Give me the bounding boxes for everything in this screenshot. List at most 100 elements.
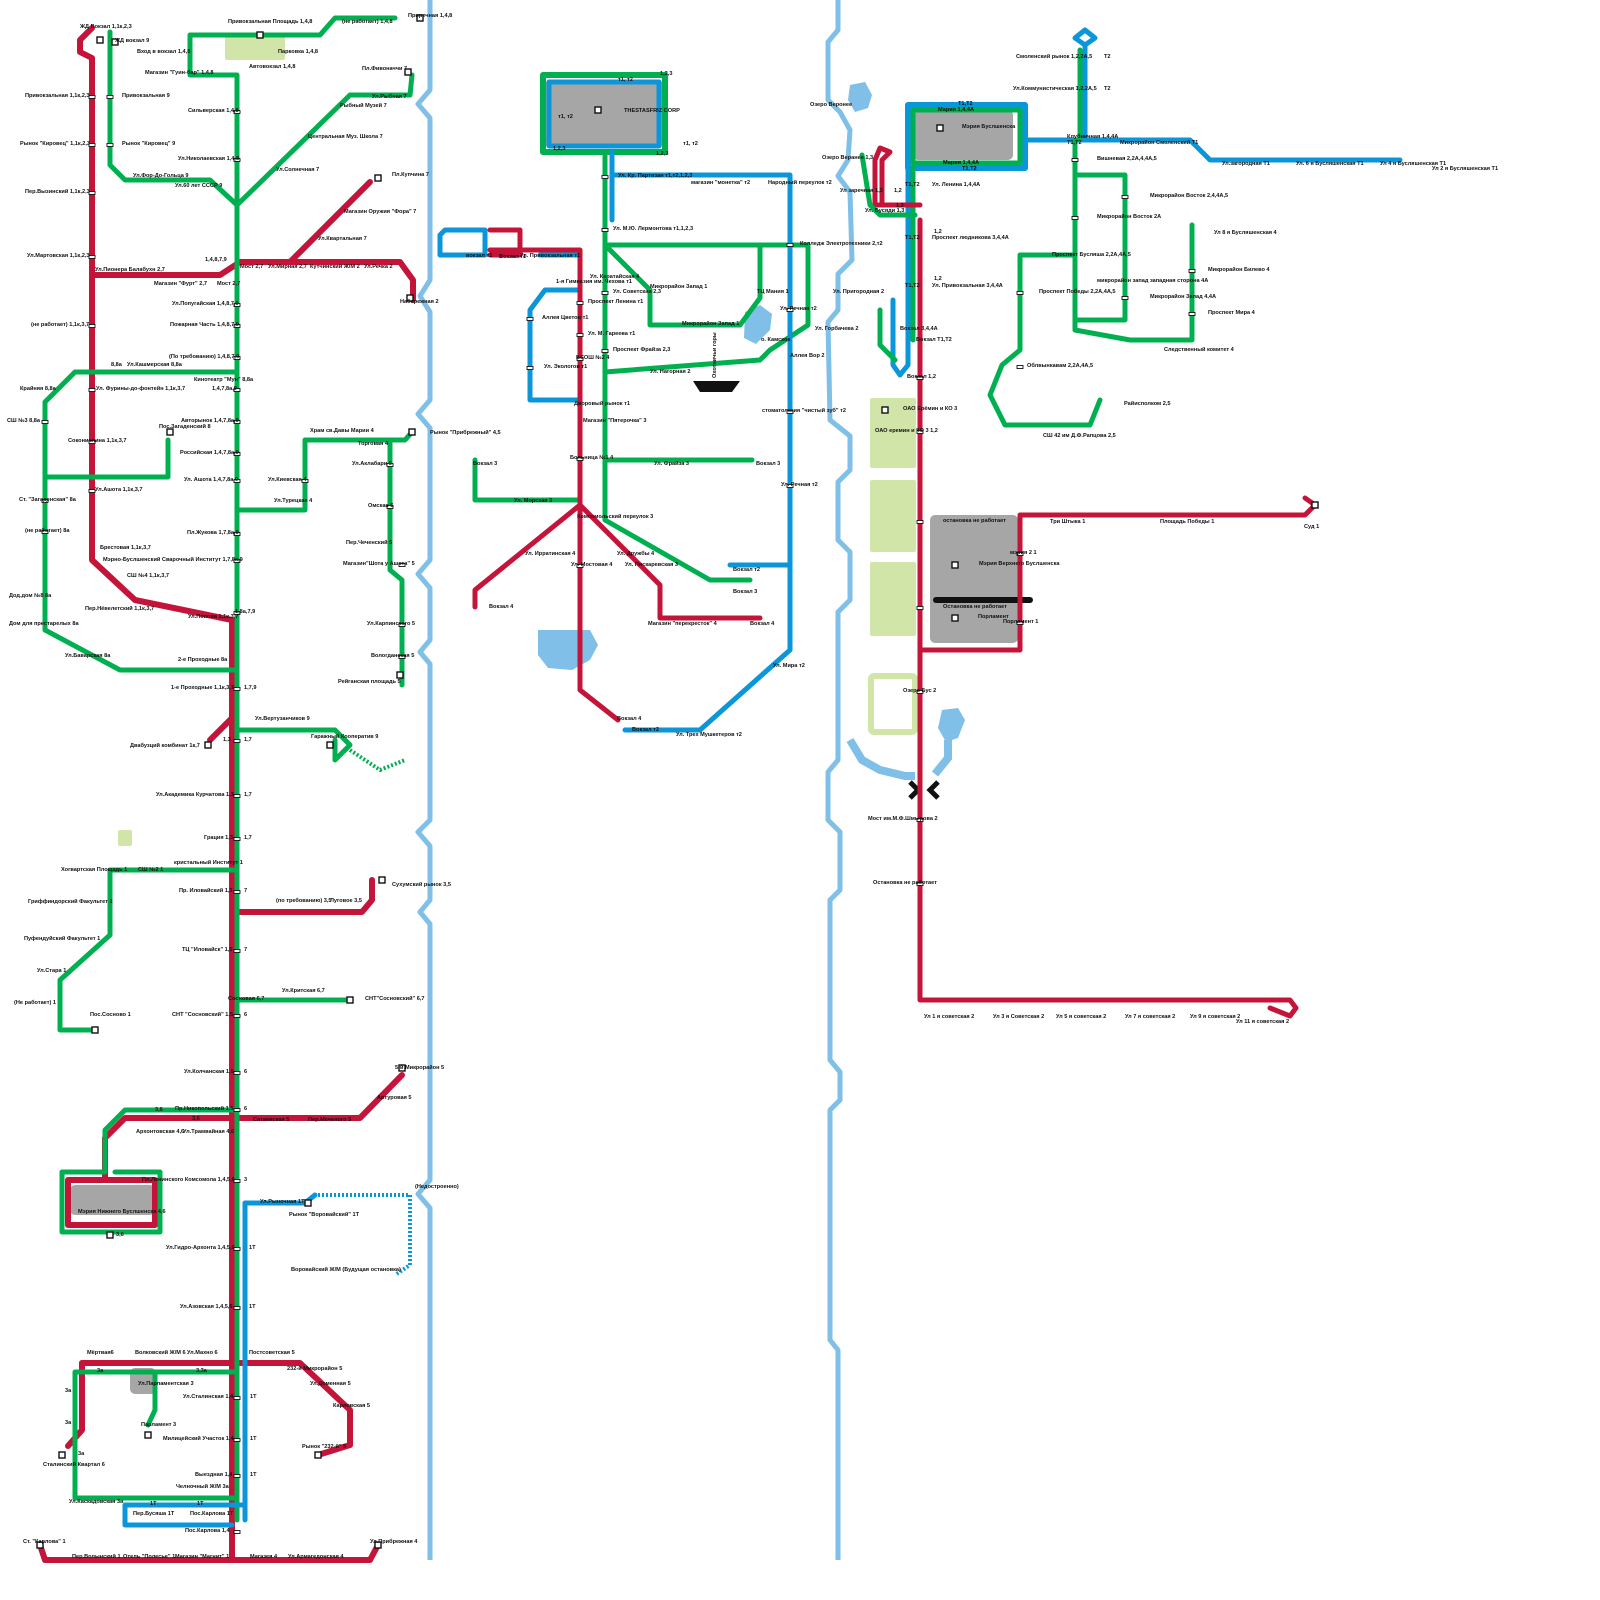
terminal-marker[interactable] xyxy=(346,996,354,1004)
station-label[interactable]: СШ 42 им Д.Ф.Рапцова 2,5 xyxy=(1043,433,1116,439)
route-green-1-west[interactable] xyxy=(57,867,240,1033)
station-label[interactable]: Озеро Веронее xyxy=(810,102,852,108)
station-label[interactable]: Комсомольский переулок 3 xyxy=(577,513,653,520)
station-label[interactable]: Ул.Баварская 8а xyxy=(65,653,111,659)
station-label[interactable]: 1Т xyxy=(249,1245,256,1251)
station-label[interactable]: Проспект людникова 3,4,4А xyxy=(932,235,1009,241)
station-label[interactable]: Ул.Рыбная 7 xyxy=(372,93,407,100)
station-label[interactable]: 3,6 xyxy=(155,1107,163,1113)
station-label[interactable]: Пер.Чеченский 5 xyxy=(346,539,392,546)
route-red-4-east[interactable] xyxy=(577,502,763,621)
station-label[interactable]: 1Т xyxy=(250,1394,257,1400)
route-blue-t2-north[interactable] xyxy=(1072,27,1098,143)
station-label[interactable]: Микрорайон Восток 2,4,4А,5 xyxy=(1150,192,1228,199)
station-label[interactable]: 1,2 xyxy=(934,229,942,235)
station-label[interactable]: Микрорайон Запад 1 xyxy=(682,320,739,327)
stop-marker[interactable] xyxy=(88,95,96,99)
stop-marker[interactable] xyxy=(233,739,241,743)
station-label[interactable]: Ул 11 я советская 2 xyxy=(1236,1019,1289,1025)
stop-marker[interactable] xyxy=(916,430,924,434)
station-label[interactable]: Гаражный Кооператив 9 xyxy=(311,733,378,740)
station-label[interactable]: Магазин "Пятерочка" 3 xyxy=(583,418,646,424)
stop-marker[interactable] xyxy=(1016,291,1024,295)
station-label[interactable]: ТЦ Мания 1 xyxy=(757,289,789,295)
station-label[interactable]: Пос.Загаденский 8 xyxy=(159,423,211,430)
station-label[interactable]: Ул 3 я Советская 2 xyxy=(993,1014,1044,1020)
stop-marker[interactable] xyxy=(786,243,794,247)
stop-marker[interactable] xyxy=(88,324,96,328)
stop-marker[interactable] xyxy=(786,308,794,312)
route-green-2-5[interactable] xyxy=(987,252,1103,428)
station-label[interactable]: Рейганская площадь 5 xyxy=(338,678,401,685)
terminal-marker[interactable] xyxy=(374,1541,382,1549)
station-label[interactable]: Хогвартская Площадь 1 xyxy=(61,867,127,873)
station-label[interactable]: Вокзал 4 xyxy=(489,604,514,610)
station-label[interactable]: Мёртвая6 xyxy=(87,1350,114,1356)
terminal-marker[interactable] xyxy=(594,106,602,114)
station-label[interactable]: БСОШ №2 4 xyxy=(576,355,610,361)
terminal-marker[interactable] xyxy=(1311,501,1319,509)
station-label[interactable]: 1,2,3 xyxy=(656,151,668,157)
station-label[interactable]: 1,2 xyxy=(896,203,904,209)
station-label[interactable]: Вокзал 4 xyxy=(617,716,642,722)
station-label[interactable]: Облвынкавам 2,2А,4А,5 xyxy=(1027,362,1093,369)
route-green-8a[interactable] xyxy=(42,369,240,673)
stop-marker[interactable] xyxy=(233,949,241,953)
station-label[interactable]: (Недостроенно) xyxy=(415,1184,459,1190)
station-label[interactable]: Храм св.Давы Марии 4 xyxy=(310,428,375,434)
station-label[interactable]: Ст. "Загаденская" 8а xyxy=(19,497,77,503)
station-label[interactable]: Ул.Трамвайная 4,6 xyxy=(183,1128,234,1135)
station-label[interactable]: Порламент xyxy=(978,614,1009,620)
station-label[interactable]: Привокзальная 9 xyxy=(122,93,170,99)
station-label[interactable]: Остановка не работает xyxy=(943,603,1007,610)
route-green-8[interactable] xyxy=(42,437,171,480)
terminal-marker[interactable] xyxy=(378,876,386,884)
station-label[interactable]: Ул.Турецкая 4 xyxy=(274,498,313,504)
stop-marker[interactable] xyxy=(233,1306,241,1310)
station-label[interactable]: Ул. 6 я Бусляшенская Т1 xyxy=(1296,161,1364,167)
station-label[interactable]: Ул.Николаевская 1,4,8 xyxy=(178,156,239,162)
stop-marker[interactable] xyxy=(398,623,406,627)
station-label[interactable]: Ул. Мостовая 4 xyxy=(571,562,613,568)
stop-marker[interactable] xyxy=(233,837,241,841)
stop-marker[interactable] xyxy=(916,882,924,886)
station-label[interactable]: Т1,Т2 xyxy=(905,182,920,188)
station-label[interactable]: СНТ"Сосновский" 6,7 xyxy=(365,995,425,1002)
station-label[interactable]: Ул.Ашота 1,1к,3,7 xyxy=(95,487,143,493)
station-label[interactable]: Ул.Киевская 4 xyxy=(268,477,307,483)
route-green-corp-loop[interactable] xyxy=(540,72,668,155)
station-label[interactable]: Воровайский Ж/М (Будущая остановка) xyxy=(291,1266,401,1273)
terminal-marker[interactable] xyxy=(106,1231,114,1239)
station-label[interactable]: Вход в вокзал 1,4,8 xyxy=(137,49,190,55)
terminal-marker[interactable] xyxy=(951,614,959,622)
terminal-marker[interactable] xyxy=(951,561,959,569)
station-label[interactable]: 1Т xyxy=(249,1304,256,1310)
station-label[interactable]: Т1,Т2 xyxy=(905,283,920,289)
stop-marker[interactable] xyxy=(233,611,241,615)
station-label[interactable]: Магазин "Фурт" 2,7 xyxy=(154,281,207,287)
station-label[interactable]: Вокзал Т1,Т2 xyxy=(916,337,952,343)
station-label[interactable]: Пос.Сосново 1 xyxy=(90,1012,131,1018)
station-label[interactable]: Колледж Электротехники 2,т2 xyxy=(800,241,883,247)
terminal-marker[interactable] xyxy=(314,1451,322,1459)
station-label[interactable]: Остановка не работает xyxy=(873,879,937,886)
station-label[interactable]: Набережная 2 xyxy=(400,298,439,305)
terminal-marker[interactable] xyxy=(881,406,889,414)
station-label[interactable]: Архонтовская 4,6 xyxy=(136,1129,184,1135)
station-label[interactable]: Суд 1 xyxy=(1304,524,1319,530)
station-label[interactable]: Проспект Бусляша 2,2А,4А,5 xyxy=(1052,252,1131,258)
station-label[interactable]: Ул.Сталинская 1,4 xyxy=(183,1394,234,1400)
station-label[interactable]: 3а xyxy=(78,1451,85,1457)
stop-marker[interactable] xyxy=(916,606,924,610)
station-label[interactable]: Ул.Гидро-Архонта 1,4,5,6 xyxy=(166,1245,235,1251)
station-label[interactable]: Ул.60 лет СССР 9 xyxy=(175,183,222,189)
station-label[interactable]: 1,2 xyxy=(894,188,902,194)
stop-marker[interactable] xyxy=(1121,195,1129,199)
station-label[interactable]: 1,7 xyxy=(244,737,252,743)
station-label[interactable]: 6 xyxy=(244,1012,247,1018)
station-label[interactable]: Вокзал 3 xyxy=(756,461,780,467)
station-label[interactable]: Ул 5 я советская 2 xyxy=(1056,1014,1106,1020)
station-label[interactable]: Пер.Вызинский 1,1к,2,3 xyxy=(25,188,90,195)
station-label[interactable]: 1,2,3 xyxy=(553,146,565,152)
station-label[interactable]: Сталинский Квартал 6 xyxy=(43,1461,105,1468)
